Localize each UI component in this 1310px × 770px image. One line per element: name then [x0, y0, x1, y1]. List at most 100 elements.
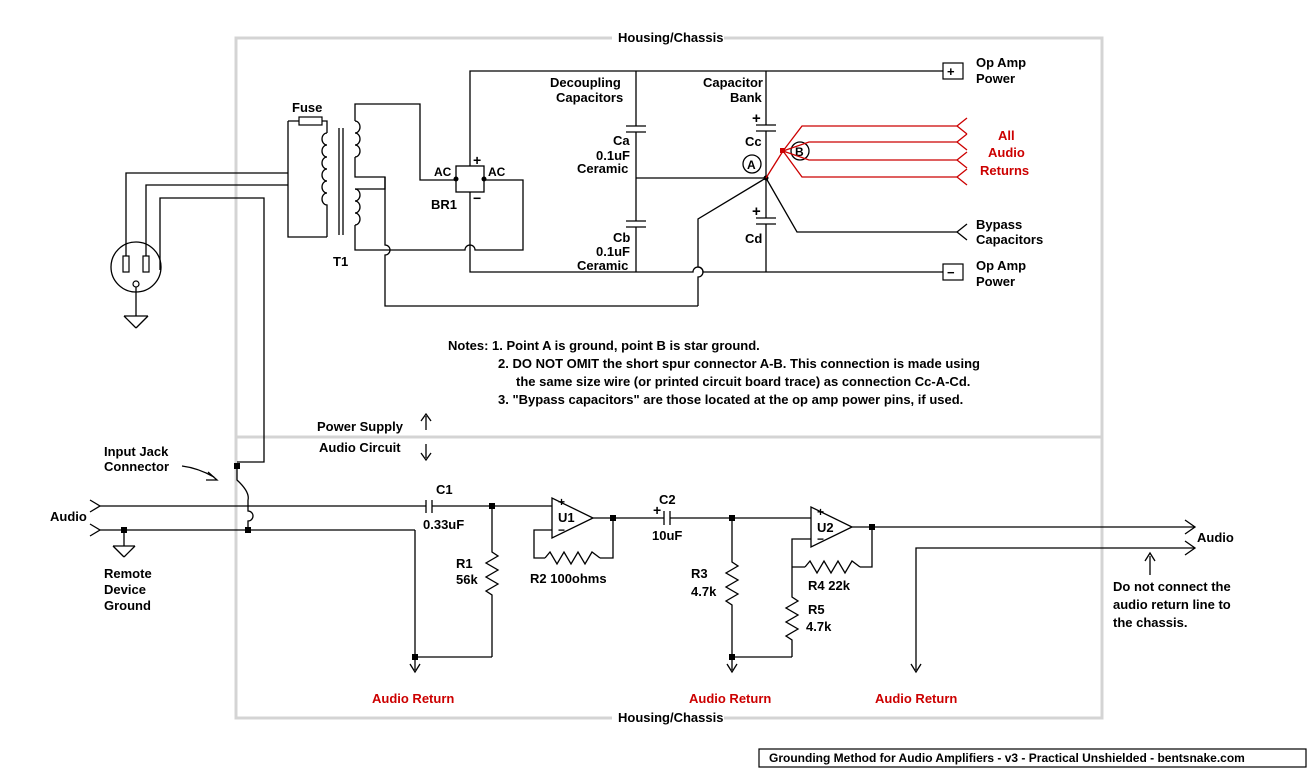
ca-name: Ca: [613, 133, 630, 148]
input-jack-label-2: Connector: [104, 459, 169, 474]
down-arrow: [420, 444, 432, 462]
note-2a: 2. DO NOT OMIT the short spur connector …: [498, 356, 980, 371]
r1-value: 56k: [456, 572, 478, 587]
bypass-label-1: Bypass: [976, 217, 1022, 232]
audio-out-label: Audio: [1197, 530, 1234, 545]
audio-in-jack-tip: [89, 499, 102, 513]
cc-name: Cc: [745, 134, 762, 149]
bridge-ac-right: AC: [488, 165, 506, 179]
term-plus: +: [947, 64, 955, 79]
decoupling-label-2: Capacitors: [556, 90, 623, 105]
remote-ground-symbol: [112, 545, 136, 558]
warning-3: the chassis.: [1113, 615, 1187, 630]
transformer-t1: [321, 103, 455, 251]
r1-name: R1: [456, 556, 473, 571]
r3-name: R3: [691, 566, 708, 581]
c1-value: 0.33uF: [423, 517, 464, 532]
input-jack-label-1: Input Jack: [104, 444, 169, 459]
cb-value: 0.1uF: [596, 244, 630, 259]
fuse-label: Fuse: [292, 100, 322, 115]
resistor-r4: [804, 559, 861, 575]
capacitor-cd: [756, 178, 776, 272]
audio-in-label: Audio: [50, 509, 87, 524]
resistor-r5: [784, 567, 800, 657]
c2-plus: +: [653, 502, 661, 518]
c2-name: C2: [659, 492, 676, 507]
footer-title: Grounding Method for Audio Amplifiers - …: [769, 751, 1245, 765]
audio-return-star-wires: [782, 117, 968, 186]
audio-in-jack-sleeve: [89, 523, 102, 537]
all-returns-2: Audio: [988, 145, 1025, 160]
remote-ground-2: Device: [104, 582, 146, 597]
u2-plus: +: [817, 505, 824, 519]
c1-name: C1: [436, 482, 453, 497]
cb-type: Ceramic: [577, 258, 628, 273]
u2-minus: −: [817, 532, 824, 546]
resistor-r1: [484, 506, 500, 657]
point-b-label: B: [795, 145, 804, 159]
footer-title-box: [758, 748, 1307, 768]
op-amp-u1: [551, 496, 595, 540]
warning-pointer: [1144, 551, 1156, 575]
cc-plus: +: [752, 110, 761, 127]
plug-earth-ground-symbol: [123, 315, 149, 329]
audio-circuit-label: Audio Circuit: [319, 440, 401, 455]
power-supply-label: Power Supply: [317, 419, 404, 434]
note-1: Notes: 1. Point A is ground, point B is …: [448, 338, 760, 353]
bridge-minus: −: [473, 190, 481, 206]
u1-plus: +: [558, 495, 565, 509]
u1-label: U1: [558, 510, 575, 525]
chassis-top-label: Housing/Chassis: [618, 30, 723, 45]
bank-label-1: Capacitor: [703, 75, 763, 90]
warning-2: audio return line to: [1113, 597, 1231, 612]
audio-return-3: Audio Return: [875, 691, 957, 706]
power-plug: [110, 241, 162, 293]
term-minus: −: [947, 265, 955, 280]
audio-return-1: Audio Return: [372, 691, 454, 706]
r2-label: R2 100ohms: [530, 571, 607, 586]
bridge-rectifier-br1: [453, 165, 487, 193]
fuse-symbol: [298, 116, 323, 126]
r5-value: 4.7k: [806, 619, 832, 634]
audio-return-2: Audio Return: [689, 691, 771, 706]
bridge-ac-left: AC: [434, 165, 452, 179]
remote-ground-3: Ground: [104, 598, 151, 613]
c2-value: 10uF: [652, 528, 682, 543]
cd-plus: +: [752, 203, 761, 220]
input-jack-pointer: [181, 465, 219, 481]
warning-1: Do not connect the: [1113, 579, 1231, 594]
opamp-neg-2: Power: [976, 274, 1015, 289]
opamp-pos-1: Op Amp: [976, 55, 1026, 70]
ca-value: 0.1uF: [596, 148, 630, 163]
op-amp-negative-terminal: [942, 263, 964, 281]
all-returns-1: All: [998, 128, 1015, 143]
cb-name: Cb: [613, 230, 630, 245]
capacitor-c2: [663, 511, 671, 525]
decoupling-label-1: Decoupling: [550, 75, 621, 90]
all-returns-3: Returns: [980, 163, 1029, 178]
cd-name: Cd: [745, 231, 762, 246]
point-a-label: A: [747, 158, 756, 172]
bridge-plus: +: [473, 152, 481, 168]
r4-label: R4 22k: [808, 578, 851, 593]
capacitor-ca: [626, 71, 646, 178]
audio-out-arrow: [1184, 519, 1197, 535]
note-2b: the same size wire (or printed circuit b…: [516, 374, 970, 389]
capacitor-cb: [626, 178, 646, 272]
bank-label-2: Bank: [730, 90, 763, 105]
op-amp-u2: [810, 505, 854, 549]
capacitor-c1: [425, 500, 433, 513]
note-3: 3. "Bypass capacitors" are those located…: [498, 392, 963, 407]
ca-type: Ceramic: [577, 161, 628, 176]
bridge-label: BR1: [431, 197, 457, 212]
up-arrow: [420, 412, 432, 430]
remote-ground-1: Remote: [104, 566, 152, 581]
notes-block: Notes: 1. Point A is ground, point B is …: [448, 338, 980, 407]
opamp-pos-2: Power: [976, 71, 1015, 86]
transformer-label: T1: [333, 254, 348, 269]
chassis-bottom-label: Housing/Chassis: [618, 710, 723, 725]
u2-label: U2: [817, 520, 834, 535]
capacitor-cc: [756, 71, 776, 178]
resistor-r3: [724, 518, 740, 657]
